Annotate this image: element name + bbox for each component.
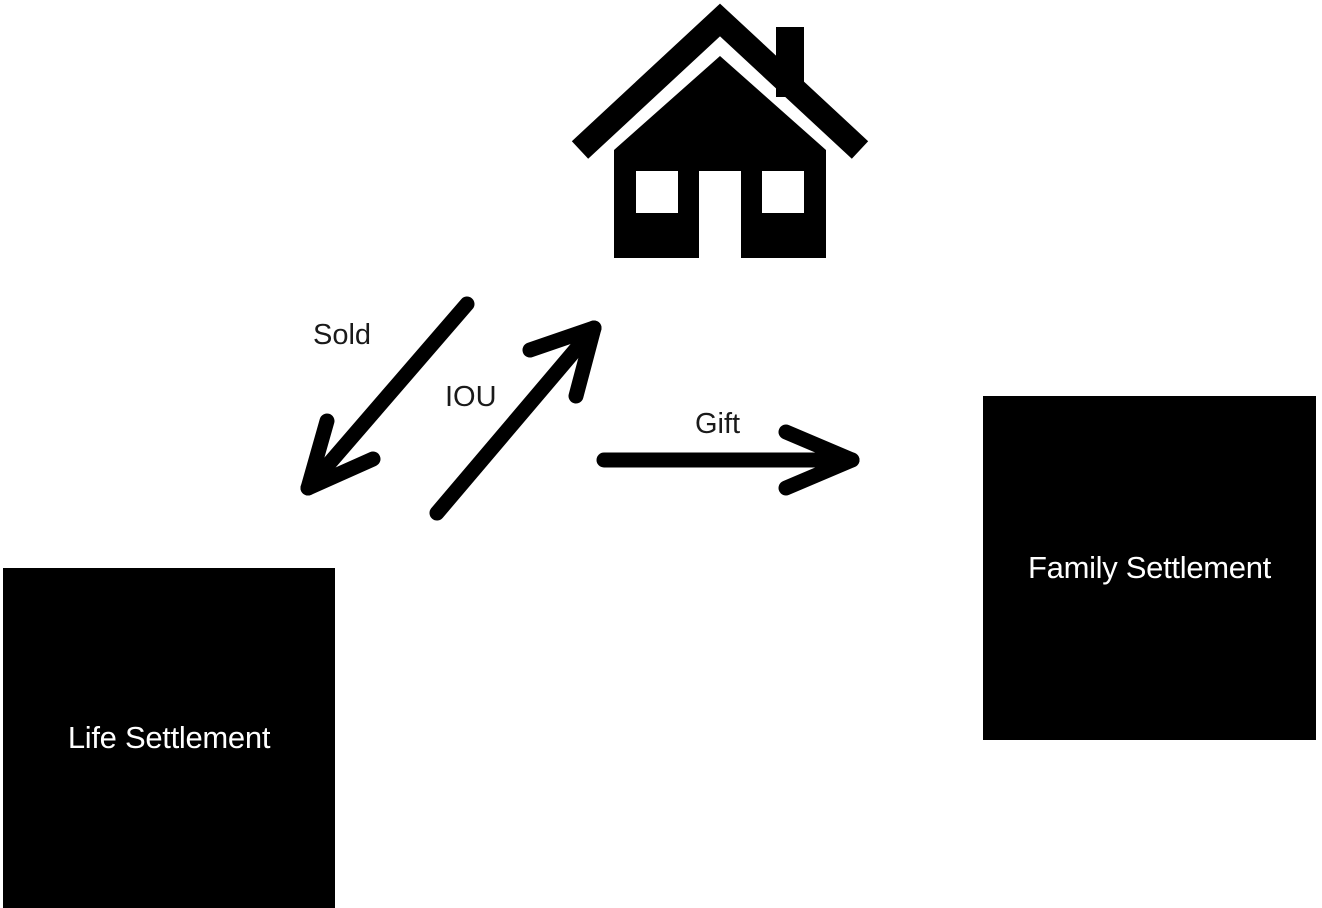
gift-label: Gift: [695, 408, 741, 440]
sold-arrowhead: [300, 413, 381, 496]
iou-label: IOU: [445, 381, 497, 413]
iou-arrow: [429, 320, 602, 521]
sold-arrow: [300, 296, 475, 496]
sold-label: Sold: [313, 319, 372, 351]
sold-arrow-shaft: [300, 296, 475, 496]
house-window-left: [636, 171, 678, 213]
gift-arrow: [596, 424, 860, 496]
life-settlement-box: Life Settlement: [3, 568, 335, 908]
house-roof: [571, 3, 869, 159]
family-settlement-label: Family Settlement: [1028, 550, 1271, 585]
iou-arrowhead: [522, 320, 602, 404]
gift-arrowhead: [778, 424, 860, 496]
life-settlement-label: Life Settlement: [67, 720, 271, 755]
house-icon: [571, 3, 869, 258]
family-settlement-box: Family Settlement: [983, 396, 1316, 740]
iou-arrow-shaft: [429, 320, 602, 521]
house-window-right: [762, 171, 804, 213]
